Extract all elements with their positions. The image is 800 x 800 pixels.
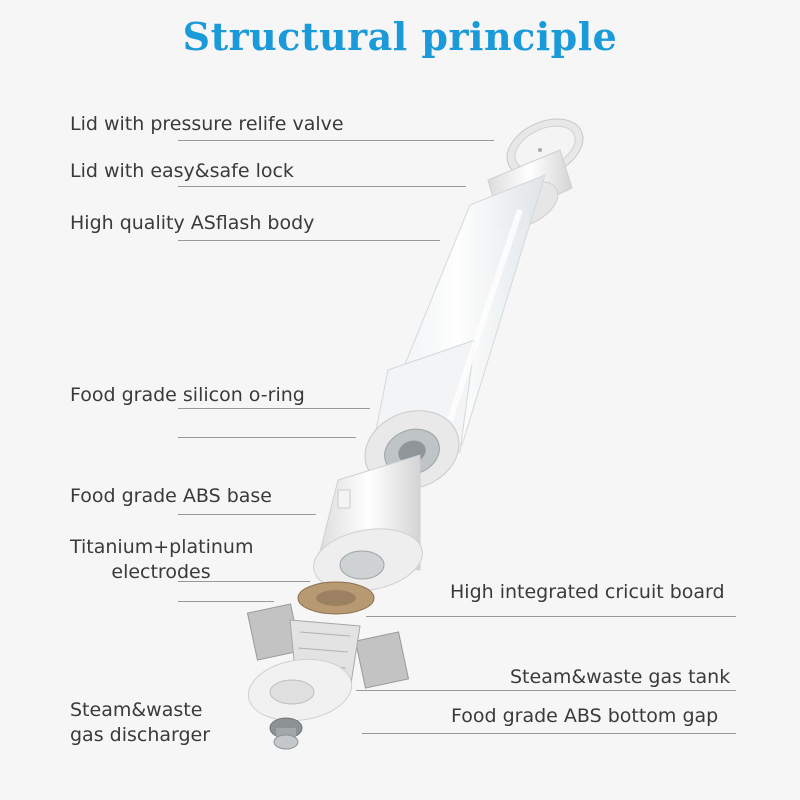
leader-line-electrodes (178, 581, 310, 582)
label-discharger: Steam&waste gas discharger (70, 698, 210, 748)
discharger-part (269, 717, 303, 750)
leader-line-gas-tank (356, 690, 736, 691)
abs-base-part (313, 454, 423, 592)
label-electrodes: Titanium+platinum electrodes (70, 535, 254, 585)
label-electrodes-line2: electrodes (111, 561, 211, 583)
label-discharger-line2: gas discharger (70, 724, 211, 746)
leader-line-electrodes-2 (178, 601, 274, 602)
label-gas-tank: Steam&waste gas tank (510, 666, 731, 688)
label-discharger-line1: Steam&waste (70, 699, 203, 721)
leader-line-bottom-gap (362, 733, 736, 734)
label-oring: Food grade silicon o-ring (70, 384, 305, 406)
leader-line-body (178, 240, 440, 241)
label-body: High quality ASflash body (70, 212, 315, 234)
leader-line-lid-lock (178, 186, 466, 187)
label-abs-base: Food grade ABS base (70, 485, 272, 507)
circuit-board-part (297, 581, 375, 615)
diagram-title: Structural principle (182, 14, 618, 59)
label-lid-lock: Lid with easy&safe lock (70, 160, 294, 182)
label-lid-valve: Lid with pressure relife valve (70, 113, 344, 135)
label-bottom-gap: Food grade ABS bottom gap (451, 705, 719, 727)
bottom-gap-part (247, 658, 353, 722)
leader-line-oring (178, 408, 370, 409)
leader-line-lid-valve (178, 140, 494, 141)
label-circuit: High integrated cricuit board (450, 581, 725, 603)
leader-line-abs-base (178, 514, 316, 515)
glass-body-part (369, 174, 546, 453)
label-electrodes-line1: Titanium+platinum (70, 536, 254, 558)
leader-line-circuit (366, 616, 736, 617)
leader-line-oring-2 (178, 437, 356, 438)
